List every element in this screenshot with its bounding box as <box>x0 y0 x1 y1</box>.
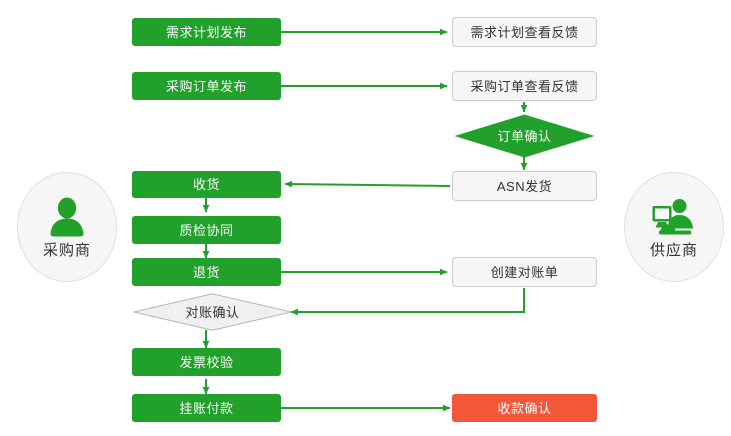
node-label: 挂账付款 <box>179 400 234 416</box>
node-create-statement[interactable]: 创建对账单 <box>452 257 597 287</box>
node-label: 创建对账单 <box>490 264 559 280</box>
node-statement-confirm[interactable]: 对账确认 <box>133 293 292 331</box>
edge-asn-to-receive <box>284 180 451 188</box>
node-label: 需求计划查看反馈 <box>470 24 579 40</box>
node-label: 质检协同 <box>179 222 234 238</box>
node-return-goods[interactable]: 退货 <box>132 258 281 286</box>
node-quality-collab[interactable]: 质检协同 <box>132 216 281 244</box>
node-label: 退货 <box>192 264 220 280</box>
diamond-shape <box>133 293 292 331</box>
node-label: 采购订单发布 <box>165 78 247 94</box>
node-label: 收款确认 <box>497 400 552 416</box>
node-label: 需求计划发布 <box>165 24 247 40</box>
node-invoice-verify[interactable]: 发票校验 <box>132 348 281 376</box>
node-purchase-order-publish[interactable]: 采购订单发布 <box>132 72 281 100</box>
node-label: 发票校验 <box>179 354 234 370</box>
node-asn-shipment[interactable]: ASN发货 <box>452 171 597 201</box>
node-label: 对账确认 <box>185 304 240 320</box>
actor-buyer[interactable]: 采购商 <box>17 172 117 282</box>
node-label: 订单确认 <box>497 128 552 144</box>
node-purchase-order-feedback[interactable]: 采购订单查看反馈 <box>452 71 597 101</box>
person-icon <box>50 197 84 236</box>
actor-buyer-label: 采购商 <box>42 241 91 259</box>
node-label: 收货 <box>192 177 220 192</box>
node-demand-plan-publish[interactable]: 需求计划发布 <box>132 18 281 46</box>
actor-supplier[interactable]: 供应商 <box>624 172 724 282</box>
node-label: 采购订单查看反馈 <box>470 78 579 94</box>
node-receipt-confirm[interactable]: 收款确认 <box>452 394 597 422</box>
node-pending-payment[interactable]: 挂账付款 <box>132 394 281 422</box>
actor-supplier-label: 供应商 <box>649 241 698 259</box>
person-at-computer-icon <box>652 198 693 234</box>
node-order-confirm[interactable]: 订单确认 <box>454 114 595 158</box>
diamond-shape <box>454 114 595 158</box>
node-label: ASN发货 <box>496 178 553 194</box>
node-receive-goods[interactable]: 收货 <box>132 171 281 198</box>
node-demand-plan-feedback[interactable]: 需求计划查看反馈 <box>452 17 597 47</box>
edge-statement-to-confirm <box>290 288 525 316</box>
